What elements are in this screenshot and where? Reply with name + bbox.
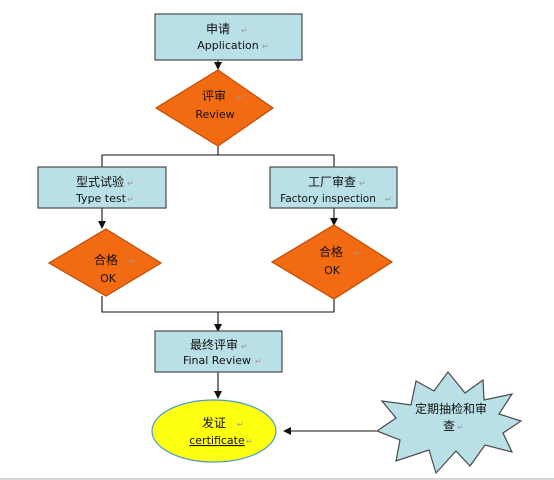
paragraph-mark: ↵	[246, 437, 253, 446]
paragraph-mark: ↵	[255, 357, 262, 366]
paragraph-mark: ↵	[237, 93, 244, 102]
surveillance-label-line1: 定期抽检和审	[415, 401, 487, 416]
paragraph-mark: ↵	[241, 26, 248, 35]
connectors	[98, 60, 380, 435]
factory-ok-label-cn: 合格	[319, 244, 343, 259]
paragraph-mark: ↵	[237, 420, 244, 429]
paragraph-mark: ↵	[359, 179, 366, 188]
final-review-label-en: Final Review	[183, 354, 251, 367]
paragraph-mark: ↵	[127, 179, 134, 188]
application-node: 申请 ↵ Application ↵	[154, 13, 303, 61]
branch-line	[101, 154, 335, 167]
type-test-label-en: Type test	[75, 192, 127, 205]
factory-inspection-label-cn: 工厂审查	[308, 174, 356, 189]
application-label-cn: 申请	[206, 22, 230, 36]
final-review-label-cn: 最终评审	[190, 337, 238, 352]
surveillance-label-line2: 查	[443, 419, 455, 433]
paragraph-mark: ↵	[129, 257, 136, 266]
factory-ok-label-en: OK	[324, 264, 341, 277]
factory-inspection-label-en: Factory inspection	[280, 193, 376, 205]
type-test-label-cn: 型式试验	[76, 174, 124, 189]
type-test-node: 型式试验 ↵ Type test ↵	[37, 166, 167, 209]
paragraph-mark: ↵	[127, 195, 134, 204]
paragraph-mark: ↵	[241, 342, 248, 351]
certificate-label-en: certificate	[189, 434, 245, 447]
review-decision: 评审 ↵ Review	[154, 69, 275, 147]
type-test-ok-label-cn: 合格	[94, 252, 118, 267]
certificate-label-cn: 发证	[202, 415, 226, 430]
bottom-divider	[0, 478, 554, 480]
merge-line	[101, 296, 335, 313]
type-test-ok-label-en: OK	[100, 272, 117, 285]
certificate-node: 发证 ↵ certificate ↵	[151, 399, 277, 463]
review-label-cn: 评审	[202, 88, 226, 103]
review-label-en: Review	[195, 108, 234, 121]
final-review-node: 最终评审 ↵ Final Review ↵	[154, 330, 283, 373]
factory-ok-decision: 合格 ↵ OK	[270, 224, 394, 300]
paragraph-mark: ↵	[354, 249, 361, 258]
surveillance-starburst: 定期抽检和审 查 ↵	[375, 371, 523, 475]
factory-inspection-node: 工厂审查 ↵ Factory inspection ↵	[269, 166, 398, 209]
application-label-en: Application	[197, 39, 258, 52]
paragraph-mark: ↵	[262, 42, 269, 51]
paragraph-mark: ↵	[457, 423, 464, 432]
paragraph-mark: ↵	[385, 195, 392, 204]
type-test-ok-decision: 合格 ↵ OK	[47, 228, 163, 297]
